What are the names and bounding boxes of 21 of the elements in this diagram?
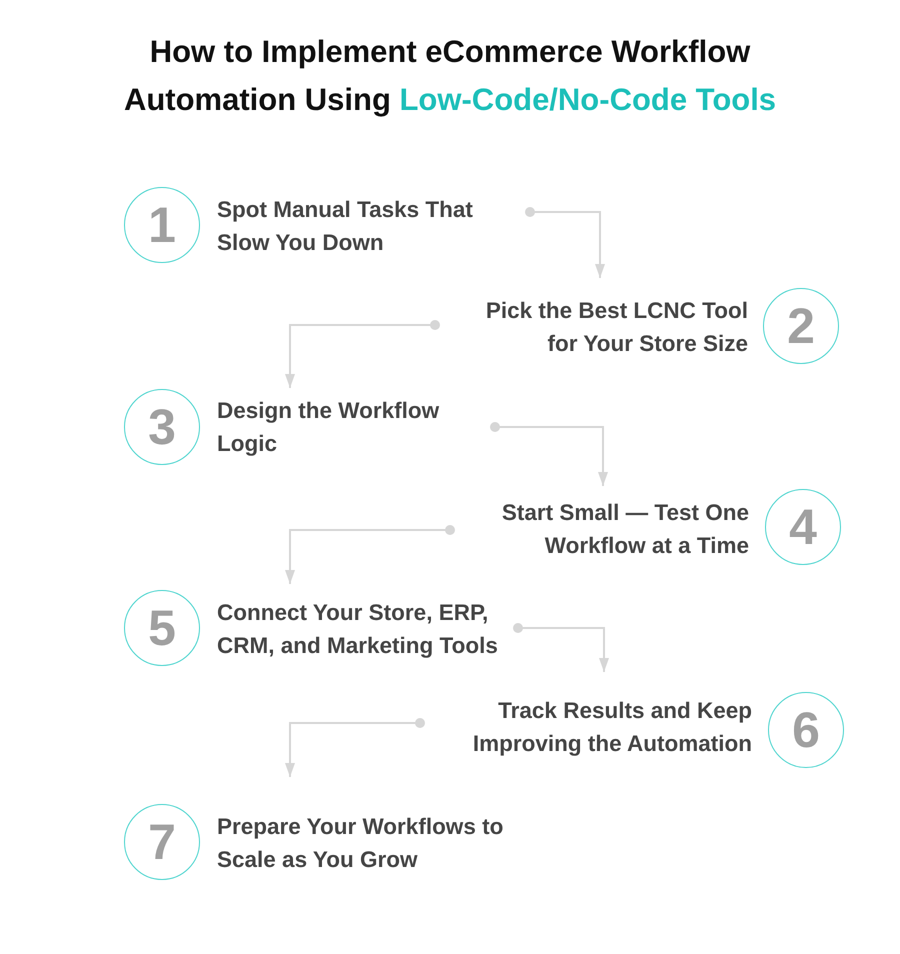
- step-title: Connect Your Store, ERP, CRM, and Marketing Tools: [217, 584, 518, 662]
- connector-arrow: [490, 422, 608, 486]
- connector-arrow: [525, 207, 605, 278]
- page-title: How to Implement eCommerce Workflow Automation Using Low-Code/No-Code Tools: [122, 33, 778, 119]
- step-title: Spot Manual Tasks That Slow You Down: [217, 190, 530, 259]
- number-circle: 6: [768, 692, 844, 768]
- connector-arrow: [285, 525, 455, 584]
- connector-arrow: [285, 320, 440, 388]
- step-title: Design the Workflow Logic: [217, 388, 495, 460]
- step-title: Pick the Best LCNC Tool for Your Store Size: [435, 278, 748, 360]
- number-circle: 5: [124, 590, 200, 666]
- step-title: Track Results and Keep Improving the Automation: [420, 672, 752, 760]
- number-circle: 3: [124, 389, 200, 465]
- number-circle: 2: [763, 288, 839, 364]
- step-title: Start Small — Test One Workflow at a Time: [450, 486, 749, 562]
- number-circle: 4: [765, 489, 841, 565]
- step-title: Prepare Your Workflows to Scale as You Grow: [217, 777, 537, 876]
- connector-arrow: [285, 718, 425, 777]
- number-circle: 1: [124, 187, 200, 263]
- connector-arrow: [513, 623, 609, 672]
- number-circle: 7: [124, 804, 200, 880]
